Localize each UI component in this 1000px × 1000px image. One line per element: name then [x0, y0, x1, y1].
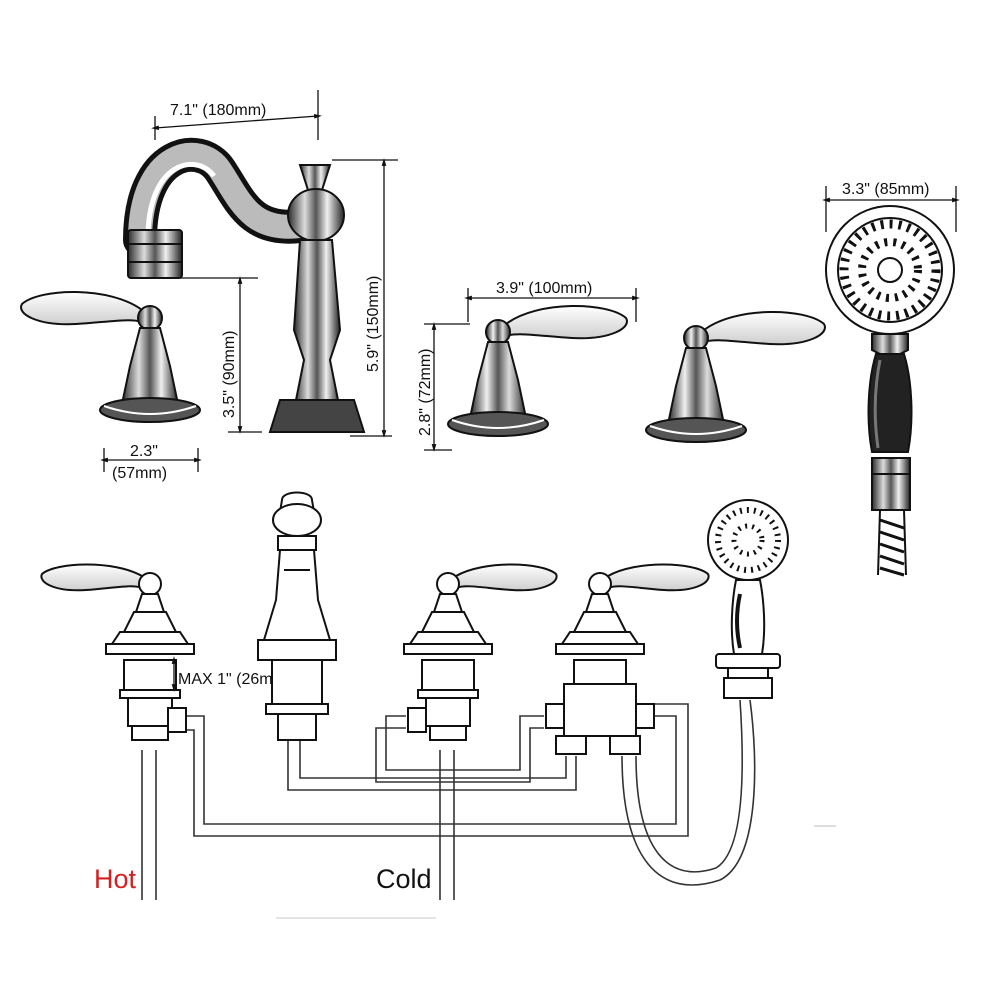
shower-head-label: 3.3" (85mm) [842, 181, 929, 198]
spout-outlet-dimension: 3.5" (90mm) [180, 276, 262, 434]
install-spout [257, 491, 337, 741]
handle-base-label: 2.3" [130, 443, 158, 460]
handle-base-dimension: 2.3" (57mm) [100, 443, 202, 482]
max-deck-dimension: MAX 1" (26mm) [171, 656, 291, 692]
handle-middle [447, 304, 628, 437]
spout-outlet-label: 3.5" (90mm) [221, 331, 238, 418]
handle-right [645, 310, 826, 443]
piping [141, 699, 756, 900]
hand-shower [825, 205, 955, 577]
diverter-valve [545, 659, 655, 755]
install-handle-right [555, 563, 710, 655]
spout [123, 137, 366, 433]
handle-height-dimension: 2.8" (72mm) [417, 322, 470, 452]
cold-label: Cold [376, 864, 432, 894]
shower-head-dimension: 3.3" (85mm) [822, 181, 960, 232]
install-hand-shower [707, 499, 789, 699]
spout-height-dimension: 5.9" (150mm) [332, 158, 398, 438]
spout-height-label: 5.9" (150mm) [365, 276, 382, 372]
max-deck-label: MAX 1" (26mm) [178, 671, 291, 688]
handle-width-dimension: 3.9" (100mm) [464, 280, 640, 322]
handle-height-label: 2.8" (72mm) [417, 349, 434, 436]
install-handle-left [40, 563, 195, 655]
spout-reach-label: 7.1" (180mm) [170, 102, 266, 119]
install-handle-middle [403, 563, 558, 655]
hot-label: Hot [94, 864, 137, 894]
handle-width-label: 3.9" (100mm) [496, 280, 592, 297]
spout-reach-dimension: 7.1" (180mm) [151, 90, 322, 140]
handle-base-mm-label: (57mm) [112, 465, 167, 482]
handle-left [20, 290, 201, 423]
